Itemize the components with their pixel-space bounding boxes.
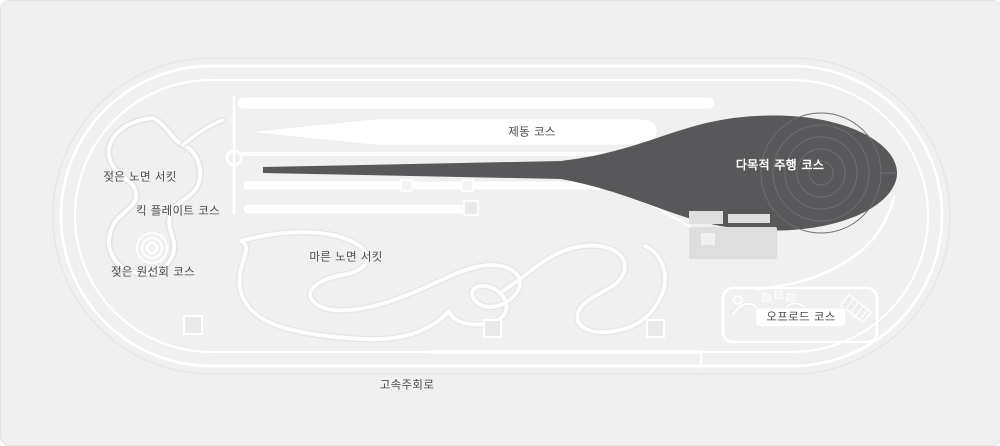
label-wet-circle: 젖은 원선회 코스 bbox=[110, 264, 196, 279]
label-wet-circuit: 젖은 노면 서킷 bbox=[103, 169, 177, 184]
multipurpose-course[interactable] bbox=[263, 112, 897, 234]
multipurpose-course-shape[interactable] bbox=[263, 115, 897, 231]
label-offroad-course: 오프로드 코스 bbox=[756, 308, 846, 326]
wet-handling-circuit bbox=[105, 114, 226, 278]
high-speed-track bbox=[52, 57, 951, 375]
offroad-ramp bbox=[839, 293, 873, 324]
braking-course-band bbox=[236, 96, 716, 192]
label-kick-plate: 킥 플레이트 코스 bbox=[135, 203, 221, 218]
wet-circle-pad bbox=[136, 232, 168, 264]
label-multipurpose-course[interactable]: 다목적 주행 코스 bbox=[735, 158, 825, 172]
buildings bbox=[689, 211, 777, 259]
label-dry-circuit: 마른 노면 서킷 bbox=[309, 249, 383, 264]
skidpad-circles bbox=[760, 112, 896, 234]
dry-handling-circuit bbox=[236, 228, 669, 343]
label-braking-course: 제동 코스 bbox=[508, 124, 556, 139]
kick-plate-track bbox=[242, 200, 479, 216]
label-high-speed-circuit: 고속주회로 bbox=[379, 377, 435, 392]
service-squares bbox=[183, 315, 665, 338]
